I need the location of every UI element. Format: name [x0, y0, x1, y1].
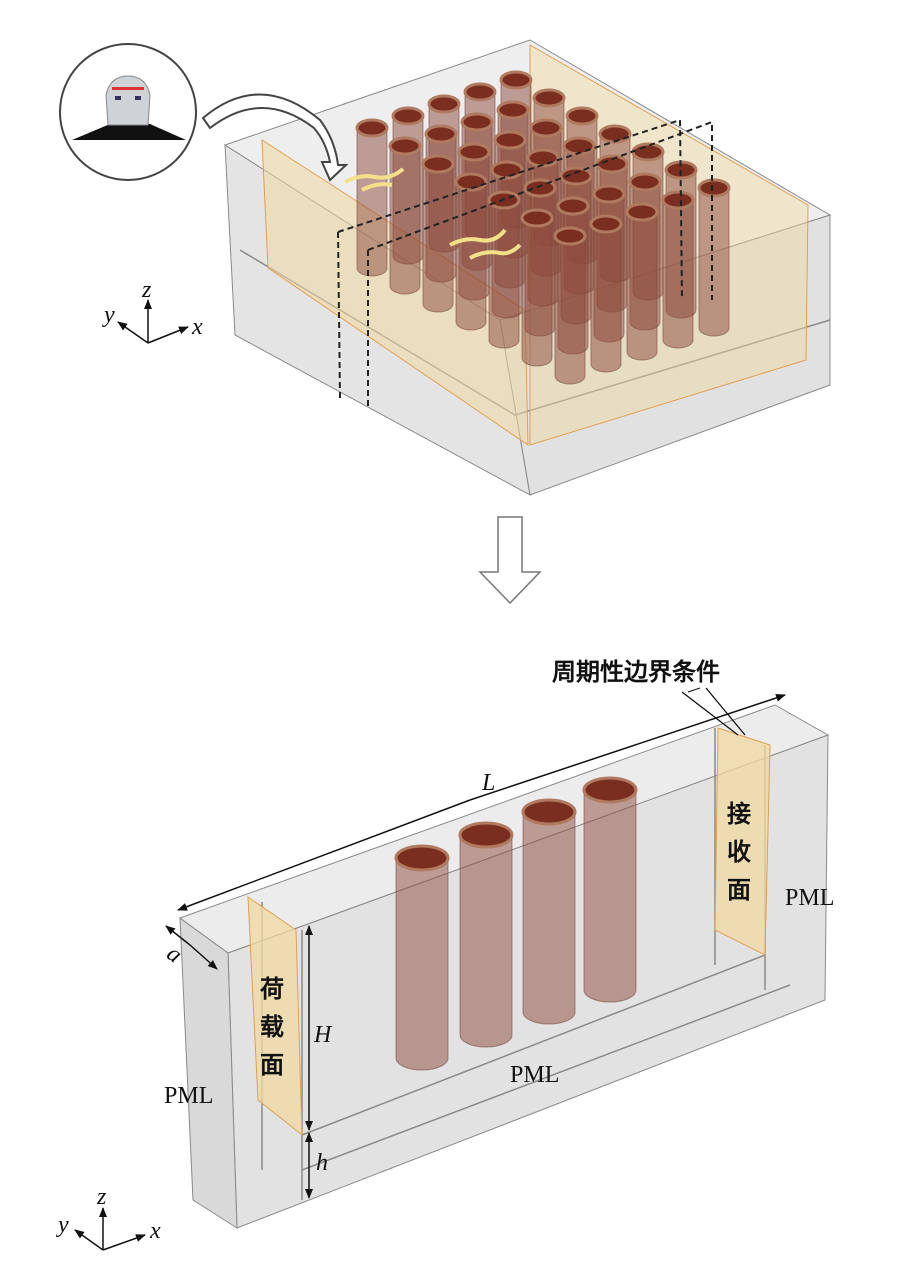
pml-right-label: PML: [785, 885, 834, 911]
receive-char: 面: [727, 876, 751, 904]
cylinder: [520, 208, 554, 367]
cylinder: [458, 821, 514, 1048]
pointer-lines: [681, 687, 746, 736]
axis-x-label: x: [191, 314, 203, 340]
slab-side-face: [179, 916, 238, 1229]
cylinder-array: [355, 70, 731, 385]
cylinder: [697, 178, 731, 337]
cylinder: [388, 136, 422, 295]
length-label: L: [481, 770, 495, 796]
depth-dimension: [165, 925, 191, 946]
periodic-boundary-label: 周期性边界条件: [552, 658, 720, 686]
down-arrow-icon: [478, 516, 542, 605]
cylinder: [355, 118, 389, 277]
axes-bottom: z x y: [56, 1184, 161, 1251]
cylinder: [589, 214, 623, 373]
pml-left-label: PML: [164, 1083, 213, 1109]
cylinder: [661, 190, 695, 349]
cylinder: [487, 190, 521, 349]
axis-z-label: z: [96, 1184, 107, 1210]
axis-z-label: z: [141, 277, 152, 303]
receive-surface: [714, 727, 771, 956]
cylinder: [394, 844, 450, 1071]
height-label: H: [313, 1022, 333, 1048]
receive-char: 接: [727, 800, 751, 828]
load-char: 载: [260, 1013, 284, 1041]
cylinder: [521, 798, 577, 1025]
cylinder: [582, 776, 638, 1003]
axis-x-label: x: [149, 1218, 161, 1244]
depth-dimension: [189, 944, 218, 970]
length-dimension: [177, 799, 471, 911]
receive-surface-label: 接 收 面: [727, 800, 751, 904]
curved-arrow-icon: [201, 93, 349, 182]
load-surface: [247, 896, 303, 1137]
cylinder: [625, 202, 659, 361]
pml-bottom-label: PML: [510, 1062, 559, 1088]
wave-arrow-icon: [344, 167, 522, 260]
length-dimension: [469, 694, 786, 801]
load-char: 面: [260, 1051, 284, 1079]
bottom-model: [178, 704, 830, 1229]
top-model: [223, 39, 832, 496]
load-char: 荷: [260, 975, 284, 1003]
cylinder-row: [394, 776, 638, 1071]
axes-top: z x y: [102, 277, 203, 344]
axis-y-label: y: [102, 302, 115, 328]
layer-line: [514, 319, 831, 416]
cylinder: [553, 226, 587, 385]
receive-char: 收: [727, 838, 751, 866]
load-surface-label: 荷 载 面: [260, 975, 284, 1079]
base-height-label: h: [316, 1150, 328, 1176]
cylinder: [421, 154, 455, 313]
train-icon: [59, 43, 197, 181]
axis-y-label: y: [56, 1212, 69, 1238]
